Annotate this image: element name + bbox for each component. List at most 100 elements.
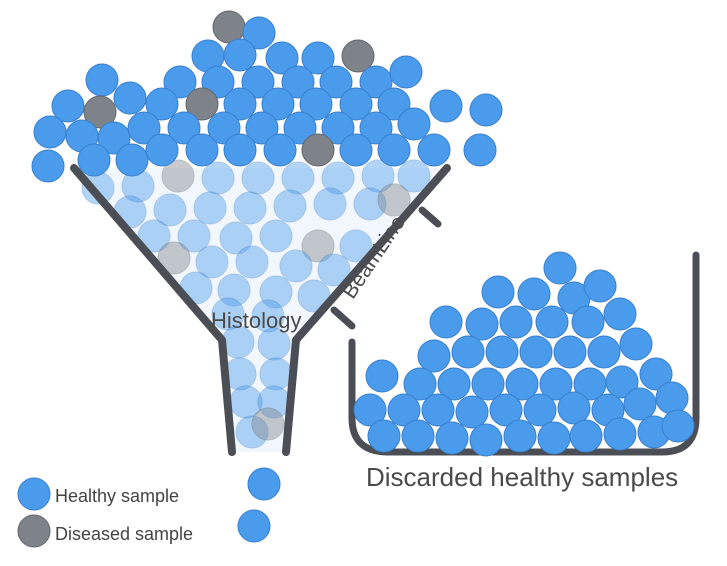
sample-71	[403, 367, 437, 401]
sample-18	[145, 87, 179, 121]
sample-40	[115, 143, 149, 177]
sample-inside-7	[361, 159, 395, 193]
sample-56	[583, 269, 617, 303]
sample-10	[241, 65, 275, 99]
sample-39	[77, 143, 111, 177]
sample-41	[145, 133, 179, 167]
sample-80	[387, 393, 421, 427]
sample-33	[245, 111, 279, 145]
sample-22	[299, 87, 333, 121]
sample-43	[223, 133, 257, 167]
sample-51	[237, 509, 271, 543]
sample-inside-5	[281, 161, 315, 195]
sample-35	[321, 111, 355, 145]
sample-11	[281, 65, 315, 99]
sample-81	[421, 393, 455, 427]
sample-98	[661, 409, 695, 443]
sample-inside-30	[259, 275, 293, 309]
sample-25	[429, 89, 463, 123]
sample-66	[519, 335, 553, 369]
sample-61	[571, 305, 605, 339]
sample-inside-10	[153, 193, 187, 227]
sample-inside-40	[235, 415, 269, 449]
sample-88	[655, 381, 689, 415]
sample-95	[569, 419, 603, 453]
sample-inside-3	[201, 161, 235, 195]
sample-14	[389, 55, 423, 89]
sample-inside-27	[317, 253, 351, 287]
samples-outside	[17, 10, 695, 548]
sample-65	[485, 335, 519, 369]
funnel-left-wall	[70, 164, 236, 456]
funnel-outline	[70, 164, 451, 456]
sample-inside-18	[177, 219, 211, 253]
sample-inside-37	[259, 357, 293, 391]
sample-67	[553, 335, 587, 369]
sample-26	[469, 93, 503, 127]
sample-5	[301, 41, 335, 75]
sample-96	[603, 417, 637, 451]
sample-23	[339, 87, 373, 121]
discarded-samples-label: Discarded healthy samples	[366, 462, 679, 492]
sample-6	[341, 39, 375, 73]
sample-30	[127, 111, 161, 145]
sample-82	[455, 395, 489, 429]
sample-85	[557, 391, 591, 425]
sample-24	[377, 87, 411, 121]
sample-inside-17	[137, 219, 171, 253]
sample-inside-21	[301, 229, 335, 263]
sample-1	[242, 16, 276, 50]
sample-13	[359, 65, 393, 99]
sample-73	[471, 367, 505, 401]
sample-27	[33, 115, 67, 149]
sample-44	[263, 133, 297, 167]
sample-17	[113, 81, 147, 115]
sample-16	[83, 95, 117, 129]
sample-inside-15	[353, 187, 387, 221]
sample-3	[223, 38, 257, 72]
beamline-tick-bottom	[330, 306, 356, 330]
beamline-tick-top	[418, 206, 442, 228]
sample-100	[17, 514, 51, 548]
sample-36	[359, 111, 393, 145]
sample-94	[537, 421, 571, 455]
sample-29	[97, 121, 131, 155]
sample-83	[489, 393, 523, 427]
sample-69	[619, 327, 653, 361]
sample-59	[499, 305, 533, 339]
sample-62	[603, 297, 637, 331]
sample-inside-22	[339, 229, 373, 263]
sample-87	[623, 387, 657, 421]
sample-inside-4	[241, 161, 275, 195]
sample-47	[377, 133, 411, 167]
sample-74	[505, 367, 539, 401]
funnel-right-wall	[282, 164, 451, 456]
sample-91	[435, 421, 469, 455]
sample-93	[503, 419, 537, 453]
sample-64	[451, 335, 485, 369]
sample-0	[212, 10, 246, 44]
sample-46	[339, 133, 373, 167]
sample-inside-25	[235, 245, 269, 279]
sample-49	[463, 133, 497, 167]
sample-42	[185, 133, 219, 167]
sample-7	[85, 63, 119, 97]
sample-19	[185, 87, 219, 121]
sample-inside-19	[219, 221, 253, 255]
sample-12	[319, 65, 353, 99]
sample-72	[437, 367, 471, 401]
sample-84	[523, 393, 557, 427]
sample-inside-35	[257, 327, 291, 361]
sample-89	[367, 419, 401, 453]
sample-inside-6	[321, 161, 355, 195]
sample-inside-13	[273, 189, 307, 223]
sample-15	[51, 89, 85, 123]
sample-inside-16	[377, 183, 411, 217]
sample-inside-8	[397, 159, 431, 193]
legend-healthy-label: Healthy sample	[55, 486, 180, 506]
sample-38	[31, 149, 65, 183]
sample-52	[543, 251, 577, 285]
sample-45	[301, 133, 335, 167]
sample-92	[469, 423, 503, 457]
